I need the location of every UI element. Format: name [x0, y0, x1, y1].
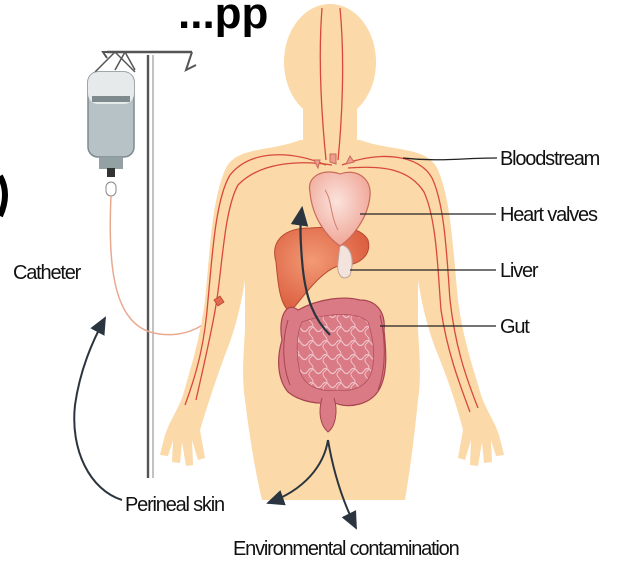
label-liver: Liver [500, 260, 539, 282]
label-perineal-skin: Perineal skin [125, 494, 224, 516]
catheter-tube [110, 196, 218, 335]
label-catheter: Catheter [13, 262, 82, 284]
title-fragment: ...pp [178, 0, 268, 38]
perineal-to-catheter-arrow [74, 318, 122, 500]
edge-bracket-fragment [0, 176, 5, 216]
label-bloodstream: Bloodstream [500, 148, 600, 170]
label-gut: Gut [500, 316, 530, 338]
label-environmental-contamination: Environmental contamination [233, 538, 459, 560]
title-fragment-text: ...pp [178, 0, 268, 38]
label-heart-valves: Heart valves [500, 204, 598, 226]
iv-bag [88, 52, 135, 196]
